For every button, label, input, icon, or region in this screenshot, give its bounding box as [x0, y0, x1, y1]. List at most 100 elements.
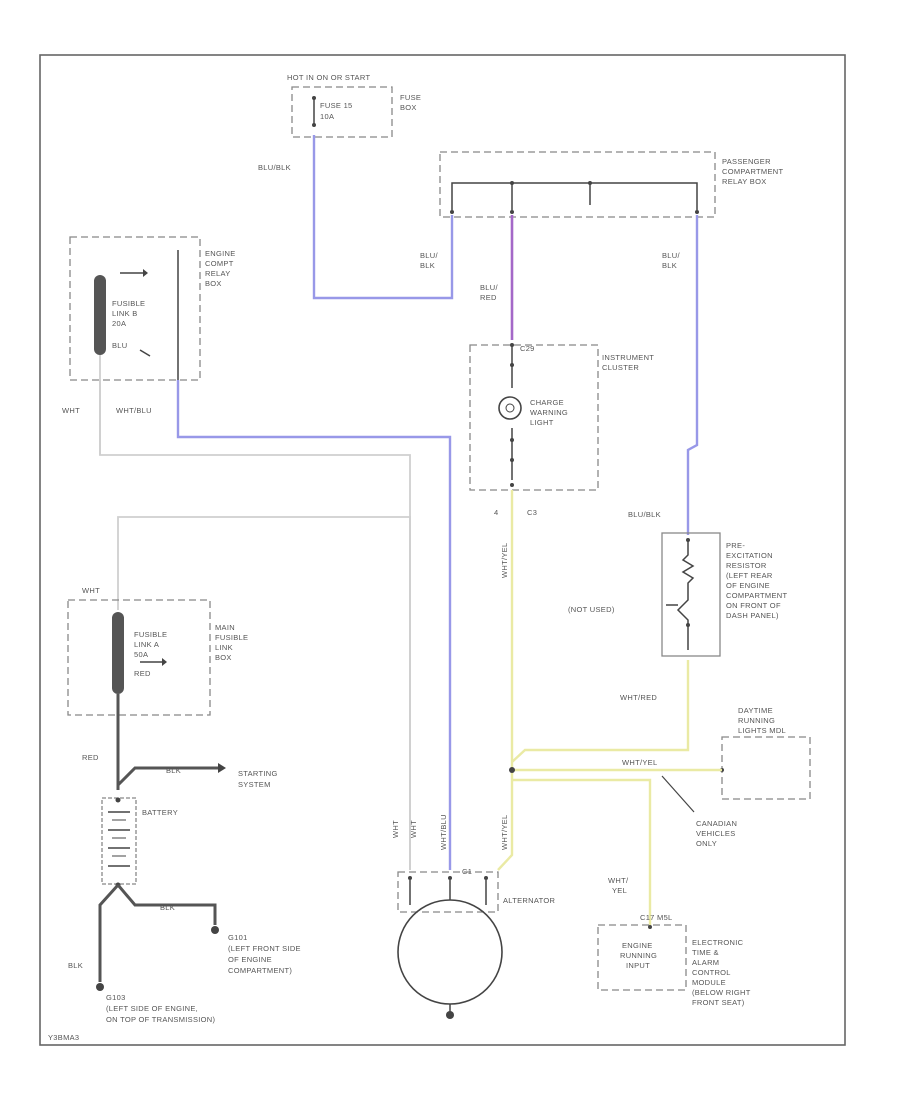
alternator-ground-icon [446, 1011, 454, 1019]
fl-a-label-3: 50A [134, 650, 148, 659]
g103-label-1: G103 [106, 993, 126, 1002]
diagram-frame [39, 54, 846, 1046]
wire-label-wht-yel-drl: WHT/YEL [622, 758, 657, 767]
ground-g101-icon [211, 926, 219, 934]
wire-label-blu-blk-right: BLU/ [662, 251, 680, 260]
canadian-label-2: VEHICLES [696, 829, 736, 838]
etacs-label-4: CONTROL [692, 968, 731, 977]
pre-label-1: PRE- [726, 541, 745, 550]
pre-label-7: ON FRONT OF [726, 601, 781, 610]
engine-relay-box: ENGINE COMPT RELAY BOX FUSIBLE LINK B 20… [69, 236, 236, 455]
g101-label-2: (LEFT FRONT SIDE [228, 944, 301, 953]
wire-label-blu-blk-top: BLU/BLK [258, 163, 291, 172]
wire-label-blu-blk-left: BLU/ [420, 251, 438, 260]
eng-relay-label-3: RELAY [205, 269, 231, 278]
wire-label-wht-yel-ecm-1: WHT/ [608, 876, 629, 885]
g101-label-3: OF ENGINE [228, 955, 272, 964]
wire-wht-yel-main [497, 490, 514, 871]
wire-wht-a [117, 516, 411, 870]
g103-label-2: (LEFT SIDE OF ENGINE, [106, 1004, 198, 1013]
wire-blu-blk-fuse [312, 135, 454, 300]
wire-label-wht-main: WHT [82, 586, 100, 595]
pre-label-2: EXCITATION [726, 551, 773, 560]
fuse-box: HOT IN ON OR START FUSE 15 10A FUSE BOX [287, 73, 421, 138]
pass-relay-label-1: PASSENGER [722, 157, 771, 166]
wire-label-blu-red-2: RED [480, 293, 497, 302]
canadian-label-1: CANADIAN [696, 819, 737, 828]
connector-4-label: 4 [494, 508, 498, 517]
wire-blu-blk-right [686, 215, 699, 535]
drl-label-3: LIGHTS MDL [738, 726, 786, 735]
etacs-label-7: FRONT SEAT) [692, 998, 745, 1007]
fuse-box-label: FUSE [400, 93, 421, 102]
wire-label-wht-blu: WHT/BLU [116, 406, 152, 415]
connector-c3-label: C3 [527, 508, 537, 517]
passenger-relay-box: PASSENGER COMPARTMENT RELAY BOX [439, 151, 783, 218]
inst-cluster-label-1: INSTRUMENT [602, 353, 654, 362]
wire-label-wht-a: WHT [391, 820, 400, 838]
not-used-label: (NOT USED) [568, 605, 615, 614]
eri-label-2: RUNNING [620, 951, 657, 960]
wire-label-wht-yel-alt: WHT/YEL [500, 815, 509, 850]
eri-label-1: ENGINE [622, 941, 653, 950]
wire-label-blu-blk-pre: BLU/BLK [628, 510, 661, 519]
g103-label-3: ON TOP OF TRANSMISSION) [106, 1015, 215, 1024]
wire-wht-red-pre [511, 660, 690, 763]
fl-b-label-2: LINK B [112, 309, 138, 318]
fusible-link-a [112, 612, 124, 694]
figure-id: Y3BMA3 [48, 1033, 79, 1042]
starting-label-1: STARTING [238, 769, 278, 778]
etacs-label-1: ELECTRONIC [692, 938, 744, 947]
starting-label-2: SYSTEM [238, 780, 271, 789]
c-inst-label: C29 [520, 344, 535, 353]
alternator-label: ALTERNATOR [503, 896, 555, 905]
daytime-running-lights-module: DAYTIME RUNNING LIGHTS MDL [720, 706, 811, 800]
etacs-label-5: MODULE [692, 978, 726, 987]
eng-relay-label-2: COMPT [205, 259, 234, 268]
fusible-link-b [94, 275, 106, 355]
fl-b-label-3: 20A [112, 319, 126, 328]
charge-label-3: LIGHT [530, 418, 554, 427]
alternator: C1 ALTERNATOR [397, 867, 555, 1019]
alt-connector-label: C1 [462, 867, 472, 876]
wire-label-wht-yel-vert: WHT/YEL [500, 543, 509, 578]
battery-label: BATTERY [142, 808, 178, 817]
wire-wht-b [99, 380, 411, 870]
alternator-icon [397, 899, 503, 1005]
main-fusible-link-box: FUSIBLE LINK A 50A RED MAIN FUSIBLE LINK… [67, 599, 248, 716]
main-fl-label-4: BOX [215, 653, 232, 662]
fl-a-label-4: RED [134, 669, 151, 678]
wire-label-wht-b: WHT [409, 820, 418, 838]
drl-label-2: RUNNING [738, 716, 775, 725]
splice-junction [509, 767, 515, 773]
wire-label-wht-yel-ecm-2: YEL [612, 886, 627, 895]
hot-in-on-start-label: HOT IN ON OR START [287, 73, 370, 82]
inst-cluster-label-2: CLUSTER [602, 363, 639, 372]
fuse-15-amp-label: 10A [320, 112, 334, 121]
pass-relay-label-2: COMPARTMENT [722, 167, 783, 176]
wire-blk-g103 [98, 883, 120, 982]
etacs-module: C17 M5L ENGINE RUNNING INPUT ELECTRONIC … [597, 913, 750, 1007]
wire-label-wht: WHT [62, 406, 80, 415]
charge-warning-light-icon [498, 396, 522, 420]
main-fl-label-3: LINK [215, 643, 233, 652]
g101-label-1: G101 [228, 933, 248, 942]
pre-label-6: COMPARTMENT [726, 591, 787, 600]
etacs-label-2: TIME & [692, 948, 719, 957]
fl-b-label-4: BLU [112, 341, 128, 350]
instrument-cluster: C29 INSTRUMENT CLUSTER CHARGE WARNING LI… [469, 343, 654, 491]
ground-g103-icon [96, 983, 104, 991]
wire-label-blu-blk-right-2: BLK [662, 261, 677, 270]
wire-label-blu-red: BLU/ [480, 283, 498, 292]
wire-blk-g101 [116, 884, 217, 925]
ecm-connector-label: C17 M5L [640, 913, 673, 922]
eng-relay-label-1: ENGINE [205, 249, 236, 258]
eri-label-3: INPUT [626, 961, 650, 970]
charge-label-2: WARNING [530, 408, 568, 417]
wire-label-wht-blu-alt: WHT/BLU [439, 814, 448, 850]
wire-blk-starting [116, 766, 218, 787]
pre-label-4: (LEFT REAR [726, 571, 773, 580]
eng-relay-label-4: BOX [205, 279, 222, 288]
wire-label-red: RED [82, 753, 99, 762]
